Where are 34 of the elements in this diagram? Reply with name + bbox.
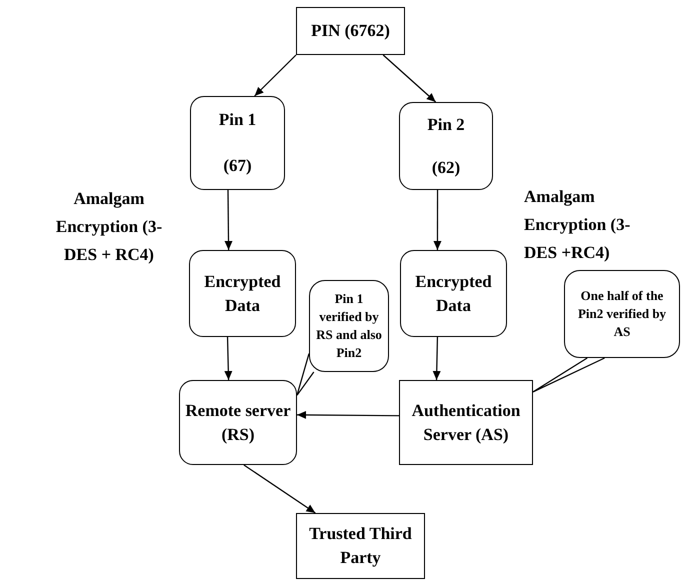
- callout-bubble: [564, 270, 680, 358]
- node-text: (62): [432, 156, 460, 178]
- process-box: [190, 96, 285, 190]
- arrow: [433, 190, 442, 250]
- process-box: [179, 380, 297, 465]
- process-box: [399, 380, 533, 465]
- node-text: Encrypted Data: [203, 270, 282, 316]
- node-text: One half of the Pin2 verified by AS: [576, 287, 668, 341]
- arrow: [224, 190, 232, 250]
- node-text: Authentication Server (AS): [410, 400, 522, 446]
- callout-bubble: [309, 280, 389, 372]
- node-text: Pin 1: [218, 109, 256, 131]
- annotation-label: Amalgam Encryption (3-DES + RC4): [54, 188, 164, 266]
- node-text: PIN (6762): [311, 20, 390, 42]
- process-box: [189, 250, 296, 337]
- arrow: [254, 54, 296, 96]
- annotation-label: Amalgam Encryption (3-DES +RC4): [524, 186, 632, 264]
- node-text: (67): [223, 155, 252, 177]
- process-box: [399, 102, 493, 190]
- arrow: [224, 336, 232, 380]
- callout-tail: [296, 353, 314, 396]
- node-text: Pin 1 verified by RS and also Pin2: [315, 290, 383, 362]
- arrow: [382, 54, 436, 102]
- process-box: [296, 513, 425, 579]
- node-text: Pin 2: [427, 114, 465, 136]
- process-box: [296, 7, 405, 55]
- node-text: Encrypted Data: [414, 270, 493, 316]
- node-text: Remote server (RS): [184, 400, 292, 446]
- process-box: [400, 250, 507, 337]
- arrow: [244, 464, 316, 514]
- arrow: [297, 410, 399, 419]
- callout-tail: [532, 357, 606, 392]
- arrow: [432, 336, 441, 380]
- node-text: Trusted Third Party: [308, 523, 413, 569]
